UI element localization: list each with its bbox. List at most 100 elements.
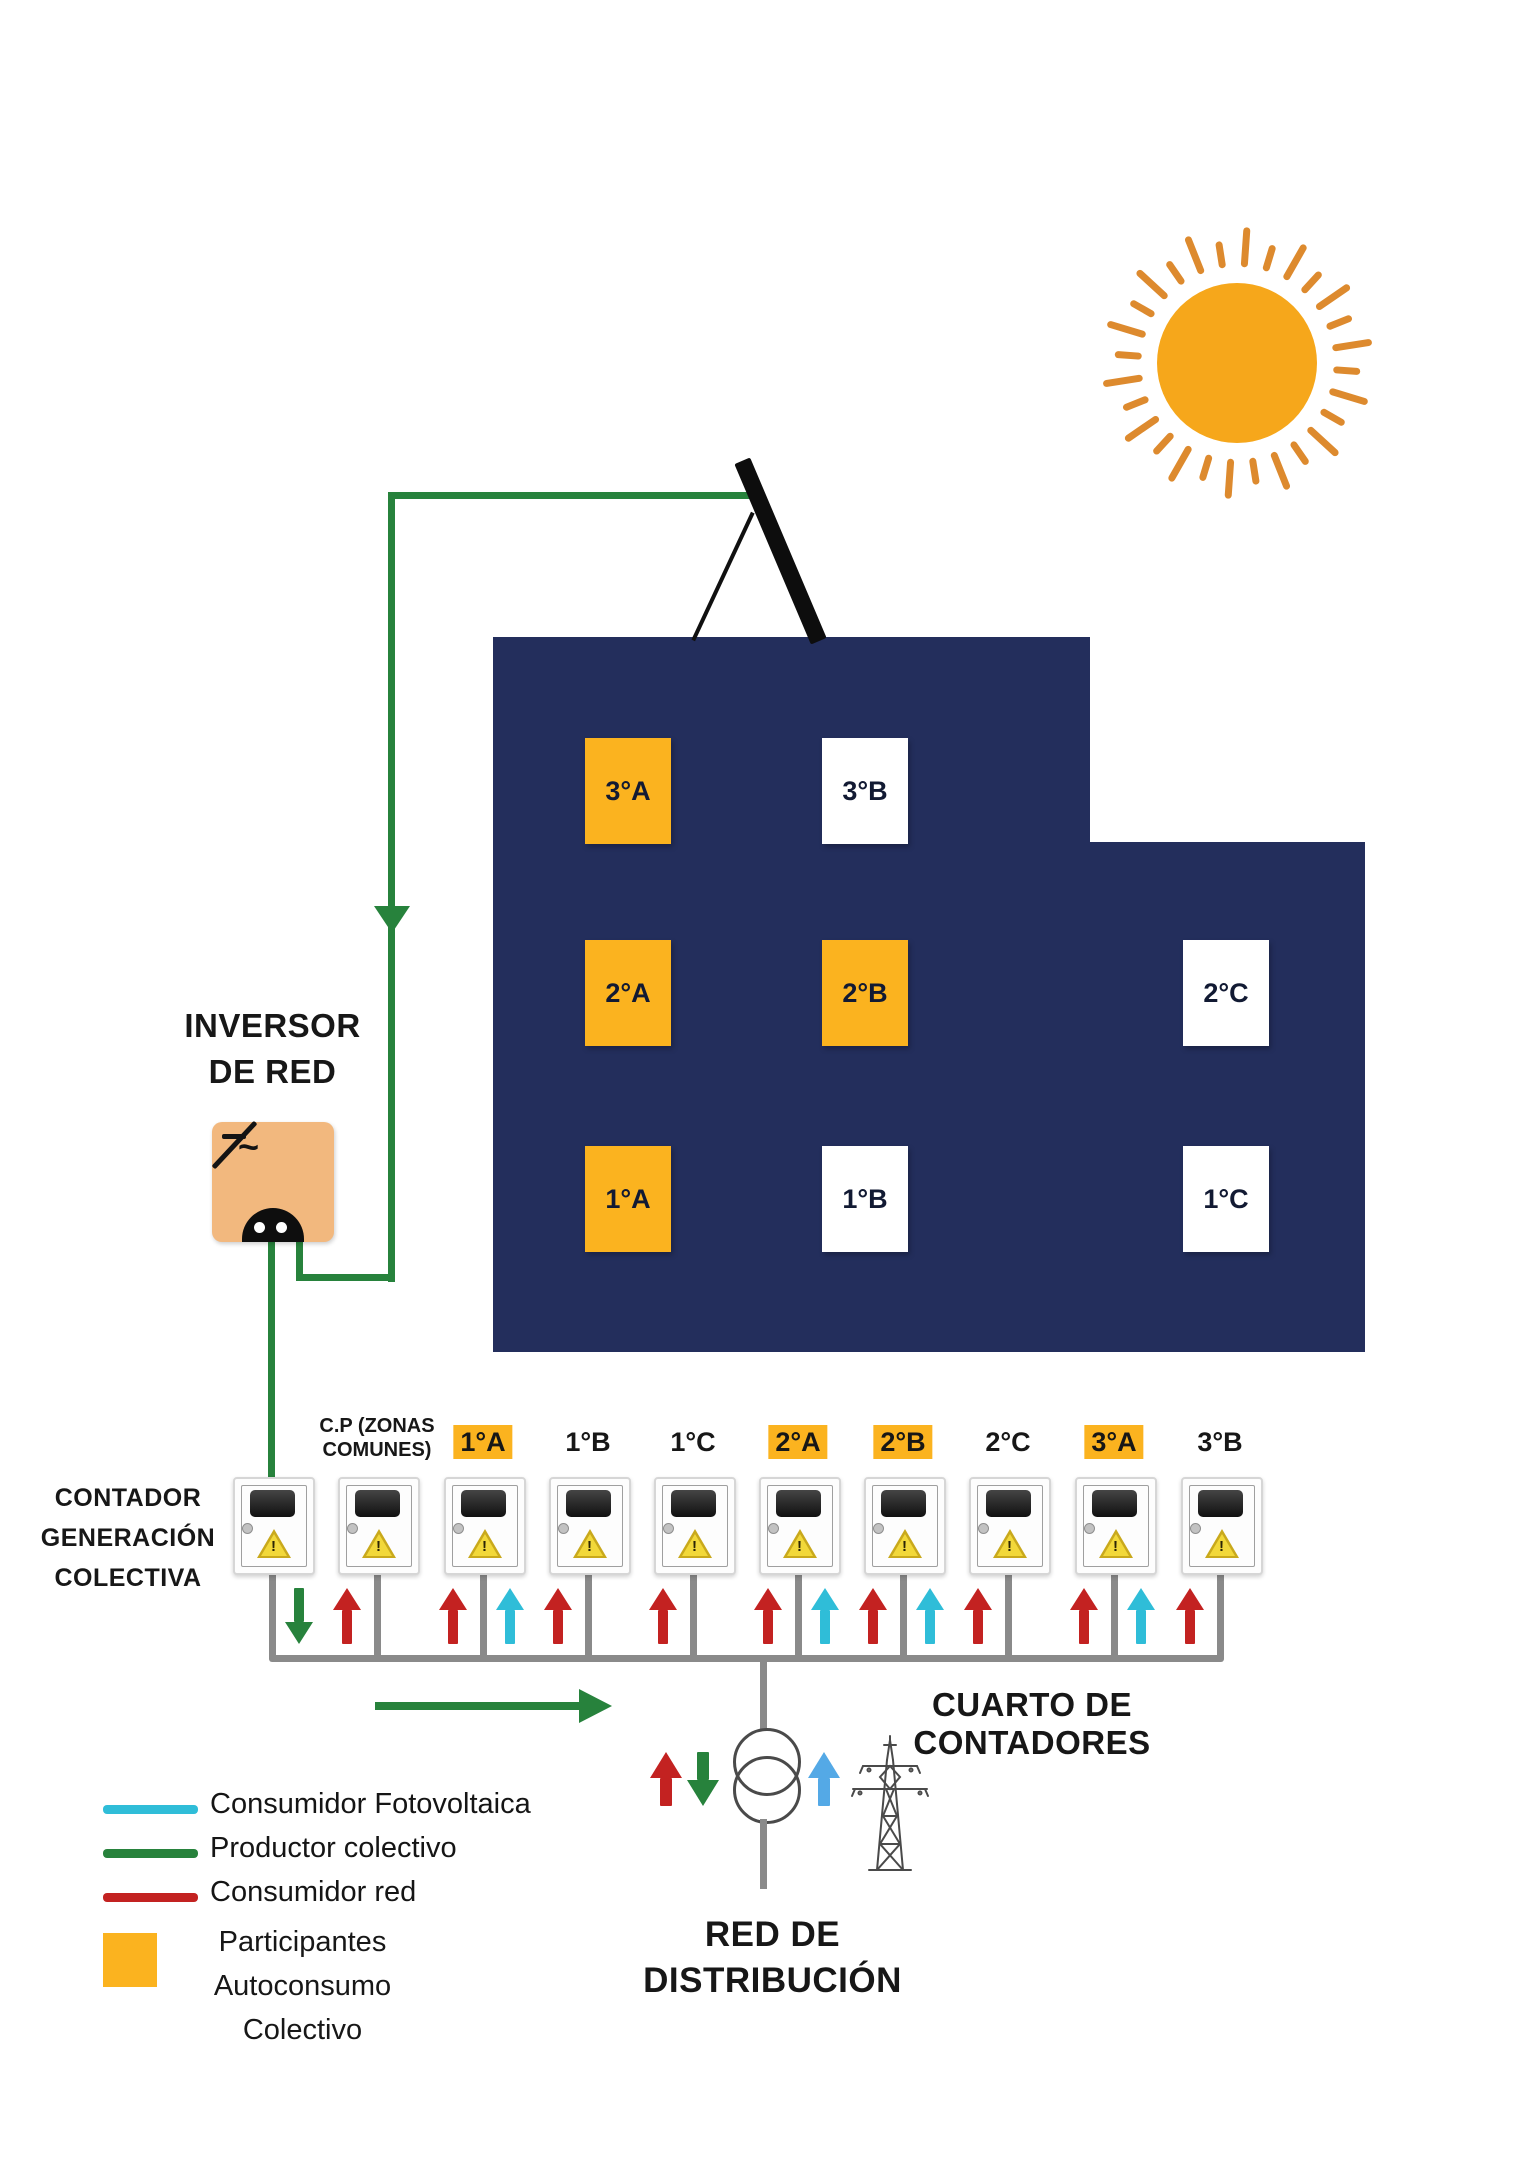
window-2A: 2°A <box>585 940 671 1046</box>
meter-2B-consumidor-red-up-arrow-icon <box>859 1588 887 1644</box>
meter-2A-label: 2°A <box>768 1425 828 1459</box>
sun-ray-icon <box>1269 450 1291 491</box>
window-3A: 3°A <box>585 738 671 844</box>
contador-generacion-colectiva: ! <box>233 1477 315 1575</box>
sun-ray-icon <box>1261 244 1277 273</box>
meter-1B: ! <box>549 1477 631 1575</box>
window-label: 2°A <box>605 977 651 1008</box>
meter-1A-consumidor-red-up-arrow-icon <box>439 1588 467 1644</box>
grid-label: RED DE DISTRIBUCIÓN <box>585 1912 960 2004</box>
meter-bus-line <box>269 1655 1224 1662</box>
meter-display <box>671 1490 716 1517</box>
warning-triangle-icon: ! <box>362 1529 396 1558</box>
inverter-label-line2: DE RED <box>208 1053 337 1090</box>
inverter-label: INVERSOR DE RED <box>160 1003 385 1095</box>
cp-zonas-comunes-consumidor-red-up-arrow-icon <box>333 1588 361 1644</box>
meter-3A-consumidor-fotovoltaica-up-arrow-icon <box>1127 1588 1155 1644</box>
sun-ray-icon <box>1123 414 1160 444</box>
warning-triangle-icon: ! <box>783 1529 817 1558</box>
meter-3A-consumidor-red-up-arrow-icon <box>1070 1588 1098 1644</box>
inverter-socket-icon <box>242 1208 304 1242</box>
generation-meter-label: CONTADOR GENERACIÓN COLECTIVA <box>20 1478 236 1598</box>
cp-zonas-comunes-stub-wire <box>374 1569 381 1659</box>
sun-ray-icon <box>1318 407 1346 428</box>
meter-frame <box>241 1485 307 1567</box>
meter-2B-stub-wire <box>900 1569 907 1659</box>
building-main <box>493 637 1090 1352</box>
warning-triangle-icon: ! <box>1205 1529 1239 1558</box>
meter-1C-stub-wire <box>690 1569 697 1659</box>
legend-swatch-participantes-autoconsumo <box>103 1933 157 1987</box>
inverter-label-line1: INVERSOR <box>184 1007 361 1044</box>
meter-2C: ! <box>969 1477 1051 1575</box>
meter-frame <box>977 1485 1043 1567</box>
pv-wire-bottom <box>296 1274 395 1281</box>
transformer-circle-bottom <box>733 1756 801 1824</box>
meter-2A: ! <box>759 1477 841 1575</box>
sun-ray-icon <box>1248 457 1260 486</box>
warning-triangle-icon: ! <box>257 1529 291 1558</box>
legend-swatch-consumidor-red <box>103 1893 198 1902</box>
grid-label-line1: RED DE <box>704 1915 841 1954</box>
meter-frame <box>1189 1485 1255 1567</box>
sun-disc <box>1157 283 1317 443</box>
transformer-to-grid-line <box>760 1819 767 1889</box>
meter-led-icon <box>242 1523 253 1534</box>
window-label: 2°B <box>842 977 888 1008</box>
transformer-productor-colectivo-down-arrow-icon <box>687 1752 719 1806</box>
pv-flow-arrowhead-icon <box>374 906 410 933</box>
sun-ray-icon <box>1183 235 1205 276</box>
socket-pin-left <box>254 1222 265 1233</box>
sun-ray-icon <box>1134 268 1169 301</box>
sun-ray-icon <box>1105 320 1147 339</box>
dc-symbol-icon <box>222 1134 246 1139</box>
legend-swatch-consumidor-fotovoltaica <box>103 1805 198 1814</box>
meter-1C: ! <box>654 1477 736 1575</box>
meter-frame <box>557 1485 623 1567</box>
meter-1B-label: 1°B <box>565 1427 611 1457</box>
sun-ray-icon <box>1305 425 1340 458</box>
legend-label-productor-colectivo: Productor colectivo <box>210 1832 457 1864</box>
meter-led-icon <box>978 1523 989 1534</box>
legend-label-consumidor-fotovoltaica: Consumidor Fotovoltaica <box>210 1788 531 1820</box>
meter-2B-consumidor-fotovoltaica-up-arrow-icon <box>916 1588 944 1644</box>
window-label: 1°C <box>1203 1183 1249 1214</box>
generation-meter-label-line3: COLECTIVA <box>54 1564 202 1592</box>
meter-display <box>986 1490 1031 1517</box>
window-2C: 2°C <box>1183 940 1269 1046</box>
sun-ray-icon <box>1102 374 1143 388</box>
socket-pin-right <box>276 1222 287 1233</box>
warning-triangle-icon: ! <box>468 1529 502 1558</box>
cp-zonas-comunes: ! <box>338 1477 420 1575</box>
collective-flow-arrow-shaft <box>375 1702 581 1710</box>
meter-display <box>566 1490 611 1517</box>
meter-led-icon <box>558 1523 569 1534</box>
window-label: 1°A <box>605 1183 651 1214</box>
window-1A: 1°A <box>585 1146 671 1252</box>
sun-ray-icon <box>1314 282 1351 312</box>
meter-3B-label: 3°B <box>1197 1427 1243 1457</box>
window-label: 3°A <box>605 775 651 806</box>
meter-display <box>776 1490 821 1517</box>
meter-display <box>461 1490 506 1517</box>
sun-ray-icon <box>1288 440 1310 467</box>
sun-ray-icon <box>1114 350 1142 360</box>
sun-ray-icon <box>1197 453 1213 482</box>
meter-frame <box>767 1485 833 1567</box>
window-label: 3°B <box>842 775 888 806</box>
meter-display <box>250 1490 295 1517</box>
meter-led-icon <box>873 1523 884 1534</box>
meter-led-icon <box>768 1523 779 1534</box>
meter-2A-consumidor-fotovoltaica-up-arrow-icon <box>811 1588 839 1644</box>
meter-led-icon <box>347 1523 358 1534</box>
sun-ray-icon <box>1214 240 1226 269</box>
meter-display <box>1092 1490 1137 1517</box>
window-label: 2°C <box>1203 977 1249 1008</box>
window-label: 1°B <box>842 1183 888 1214</box>
building-extension <box>1090 842 1365 1352</box>
bus-to-transformer-line <box>760 1655 767 1731</box>
meter-frame <box>452 1485 518 1567</box>
sun-ray-icon <box>1332 366 1360 376</box>
